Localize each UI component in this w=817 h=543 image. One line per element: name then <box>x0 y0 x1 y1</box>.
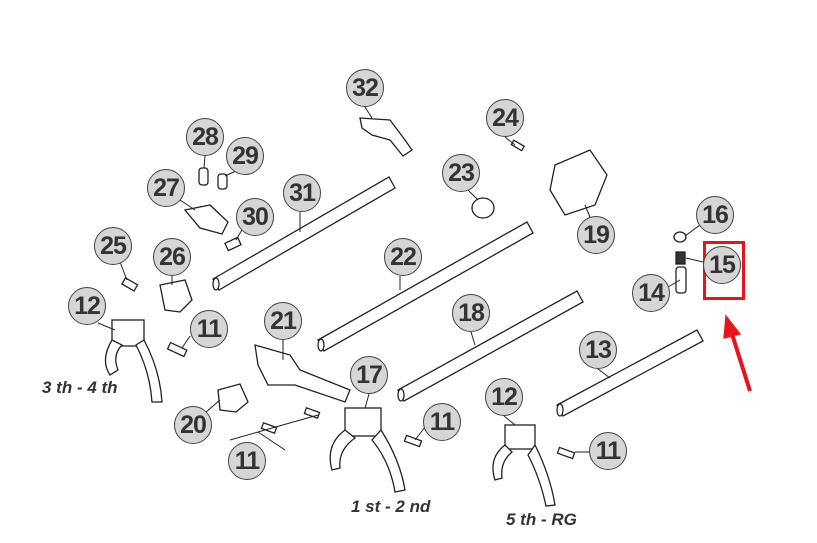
callout-25[interactable]: 25 <box>94 227 132 265</box>
block-20 <box>217 383 249 413</box>
shaft-31 <box>212 176 396 291</box>
spring-30 <box>224 236 242 252</box>
callout-21[interactable]: 21 <box>264 302 302 340</box>
callout-30[interactable]: 30 <box>236 198 274 236</box>
callout-29[interactable]: 29 <box>226 137 264 175</box>
spring-15 <box>675 251 686 265</box>
callout-11-left[interactable]: 11 <box>190 310 228 348</box>
callout-14[interactable]: 14 <box>632 274 670 312</box>
block-27 <box>183 204 229 235</box>
callout-23[interactable]: 23 <box>442 154 480 192</box>
pin-11e <box>556 446 576 460</box>
callout-15[interactable]: 15 <box>703 246 741 284</box>
callout-28[interactable]: 28 <box>186 118 224 156</box>
callout-19[interactable]: 19 <box>577 216 615 254</box>
fork-12-mid <box>492 424 556 507</box>
pin-25 <box>121 277 139 292</box>
label-5th-rg: 5 th - RG <box>506 510 577 529</box>
pin-11a <box>166 341 188 358</box>
callout-31[interactable]: 31 <box>283 174 321 212</box>
pin-28 <box>198 167 209 186</box>
callout-12-mid[interactable]: 12 <box>485 378 523 416</box>
nut-16 <box>673 231 687 243</box>
bracket-19 <box>549 149 608 216</box>
plunger-14 <box>675 266 687 294</box>
pin-29 <box>217 173 228 190</box>
callout-26[interactable]: 26 <box>153 238 191 276</box>
pointer-arrow <box>723 314 752 392</box>
fork-17 <box>329 407 406 493</box>
arm-21 <box>254 344 351 403</box>
callout-22[interactable]: 22 <box>384 238 422 276</box>
leader-lines <box>97 106 704 453</box>
callout-16[interactable]: 16 <box>696 196 734 234</box>
pin-11b <box>260 421 278 435</box>
fork-12-left <box>104 319 163 403</box>
callout-11-mid[interactable]: 11 <box>423 403 461 441</box>
part-26 <box>159 279 193 313</box>
callout-12-left[interactable]: 12 <box>68 287 106 325</box>
shaft-18 <box>397 290 584 402</box>
callout-13[interactable]: 13 <box>579 331 617 369</box>
callout-18[interactable]: 18 <box>452 294 490 332</box>
bush-23 <box>471 197 495 219</box>
callout-11-right[interactable]: 11 <box>589 432 627 470</box>
shaft-13 <box>556 329 704 417</box>
label-1st-2nd: 1 st - 2 nd <box>351 497 431 516</box>
callout-32[interactable]: 32 <box>346 69 384 107</box>
callout-11-bottom[interactable]: 11 <box>228 442 266 480</box>
shaft-22 <box>317 221 534 352</box>
callout-20[interactable]: 20 <box>174 406 212 444</box>
lever-32 <box>359 117 413 157</box>
bolt-24 <box>510 139 526 152</box>
callout-27[interactable]: 27 <box>147 169 185 207</box>
pin-11d <box>403 434 423 448</box>
label-3rd-4th: 3 th - 4 th <box>42 378 118 397</box>
callout-17[interactable]: 17 <box>350 356 388 394</box>
callout-24[interactable]: 24 <box>486 99 524 137</box>
